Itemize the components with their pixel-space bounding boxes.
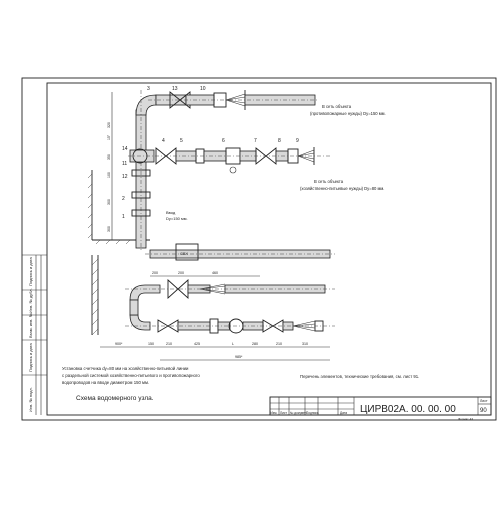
pos-9: 9 [296,138,299,144]
scheme-caption: Схема водомерного узла. [76,395,154,402]
dim-310: 310 [302,342,308,346]
pos-4: 4 [162,138,165,144]
lower-note-line1: В сеть объекта [314,179,344,184]
left-stamp: Подпись и дата Инв. № дубл. Взам. инв. №… [22,254,47,415]
dim-210a: 210 [166,342,172,346]
stamp-label-5: Инв. № подл. [28,387,33,412]
dim-280: 280 [252,342,258,346]
sheet-format: Формат А3 [458,417,473,421]
reference-note: Перечень элементов, технические требован… [300,374,419,379]
description-line3: водопроводов на вводе диаметром 150 мм. [62,380,149,385]
stamp-label-2: Инв. № дубл. [28,288,33,313]
pos-14: 14 [122,146,128,152]
pos-7: 7 [254,138,257,144]
stamp-label-4: Подпись и дата [28,342,33,372]
dim-900: 900* [115,342,123,346]
upper-note-line2: (противопожарные нужды) Dy=150 мм. [310,111,386,116]
inner-frame [46,82,492,416]
tb-col-sign: Подпись [306,411,319,415]
dim-v-350: 350 [107,154,111,160]
description-line2: с раздельной системой хозяйственно-питье… [62,373,200,378]
tb-col-date: Дата [340,411,347,415]
tb-col-izm: Изм. [271,411,278,415]
dim-425: 425 [194,342,200,346]
lower-scheme: СВХ 200 200 460 900* 150 210 425 L [91,243,335,361]
dim-v-320: 320 [107,122,111,128]
dim-v-15deg: 15° [107,134,111,140]
dim-plan-200b: 200 [178,271,184,275]
meter-tag: СВХ [180,251,188,256]
upper-elbow [135,94,157,116]
dim-L: L [232,342,234,346]
pos-8: 8 [278,138,281,144]
dim-plan-200a: 200 [152,271,158,275]
pos-1: 1 [122,214,125,220]
dim-v-300b: 300 [107,226,111,232]
sheet-number: 90 [480,408,487,414]
pos-2: 2 [122,196,125,202]
pos-6: 6 [222,138,225,144]
stamp-label-3: Взам. инв. № [28,313,33,338]
pos-11: 11 [122,161,127,167]
plan-meter [175,243,199,261]
inlet-label-line1: Ввод [166,210,176,215]
dim-210b: 210 [276,342,282,346]
pos-5: 5 [180,138,183,144]
frame-border [21,77,497,421]
title-block: Изм. Лист № докумен. Подпись Дата ЦИРВ02… [269,396,492,421]
upper-scheme: 3 13 10 В сеть объекта (противопожарные … [87,86,386,250]
sheet-label: Лист [480,399,488,403]
dim-v-300a: 300 [107,199,111,205]
inlet-label-line2: Dy=150 мм. [166,216,188,221]
plan-main-pipe [149,249,331,259]
pos-13: 13 [172,86,178,92]
drawing-designation: ЦИРВ02А. 00. 00. 00 [360,404,456,415]
tb-col-list: Лист [280,411,287,415]
pos-10: 10 [200,86,206,92]
pos-3: 3 [147,86,150,92]
upper-note-line1: В сеть объекта [322,104,352,109]
stamp-label-1: Подпись и дата [28,256,33,286]
pos-12: 12 [122,174,128,180]
description-line1: Установка счетчика dy=80 мм на хозяйстве… [62,366,189,371]
dim-plan-460: 460 [212,271,218,275]
dim-overall: 985* [235,355,243,359]
lower-note-line2: (хозяйственно-питьевые нужды) Dy=80 мм. [300,186,384,191]
tb-col-doc: № докумен. [290,411,308,415]
dim-v-100: 100 [107,172,111,178]
dim-150: 150 [148,342,154,346]
